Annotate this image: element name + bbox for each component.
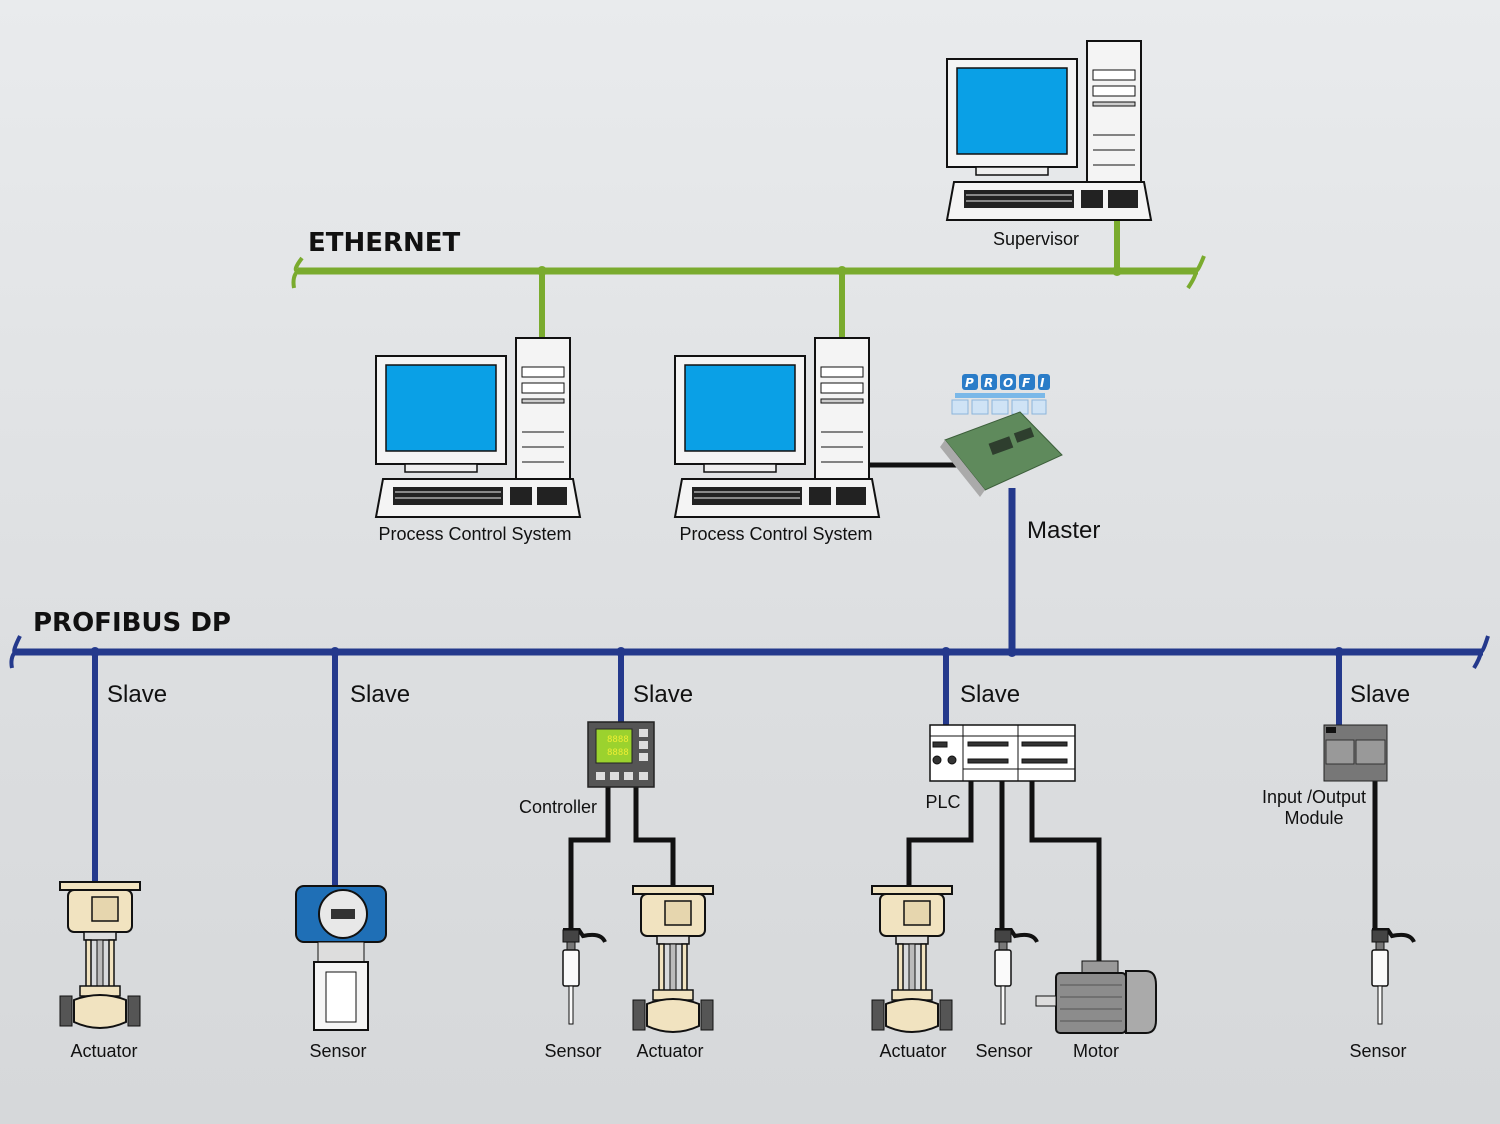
sensor-probe-icon: [1370, 928, 1416, 1026]
svg-text:F: F: [1022, 376, 1031, 390]
io-module-icon: [1323, 724, 1388, 782]
plc-label: PLC: [925, 792, 960, 812]
svg-text:R: R: [984, 376, 993, 390]
profibus-label: PROFIBUS DP: [33, 608, 231, 638]
flowmeter-icon: [295, 885, 387, 1031]
controller-icon: 8888 8888: [587, 721, 655, 788]
device-label: Sensor: [1349, 1041, 1406, 1061]
svg-text:O: O: [1003, 376, 1013, 390]
supervisor-computer-icon: [946, 40, 1152, 221]
io-module-label: Module: [1284, 808, 1343, 828]
svg-text:I: I: [1040, 376, 1045, 390]
master-label: Master: [1027, 517, 1100, 544]
sensor-probe-icon: [561, 928, 607, 1026]
device-label: Sensor: [544, 1041, 601, 1061]
sensor-probe-icon: [993, 928, 1039, 1026]
slave-label: Slave: [107, 681, 167, 708]
svg-text:P: P: [965, 376, 974, 390]
io-module-label: Input /Output: [1262, 787, 1366, 807]
device-label: Motor: [1073, 1041, 1119, 1061]
process-control-label: Process Control System: [378, 524, 571, 544]
ethernet-bus: [291, 219, 1206, 338]
slave-label: Slave: [960, 681, 1020, 708]
controller-label: Controller: [519, 797, 597, 817]
plc-icon: [929, 724, 1076, 782]
device-label: Sensor: [309, 1041, 366, 1061]
valve-actuator-icon: [871, 885, 953, 1033]
valve-actuator-icon: [59, 881, 141, 1029]
motor-icon: [1035, 960, 1157, 1034]
supervisor-label: Supervisor: [993, 229, 1079, 249]
process-control-computer-icon: [375, 337, 581, 518]
valve-actuator-icon: [632, 885, 714, 1033]
device-wiring: [568, 780, 1378, 962]
process-control-label: Process Control System: [679, 524, 872, 544]
ethernet-label: ETHERNET: [308, 228, 461, 258]
slave-label: Slave: [350, 681, 410, 708]
slave-label: Slave: [1350, 681, 1410, 708]
device-label: Actuator: [879, 1041, 946, 1061]
svg-text:8888: 8888: [607, 748, 629, 758]
profibus-dp-bus: [9, 635, 1490, 886]
device-label: Sensor: [975, 1041, 1032, 1061]
process-control-computer-icon: [674, 337, 880, 518]
slave-label: Slave: [633, 681, 693, 708]
svg-text:8888: 8888: [607, 735, 629, 745]
device-label: Actuator: [636, 1041, 703, 1061]
device-label: Actuator: [70, 1041, 137, 1061]
pci-interface-card-icon: [940, 411, 1063, 497]
